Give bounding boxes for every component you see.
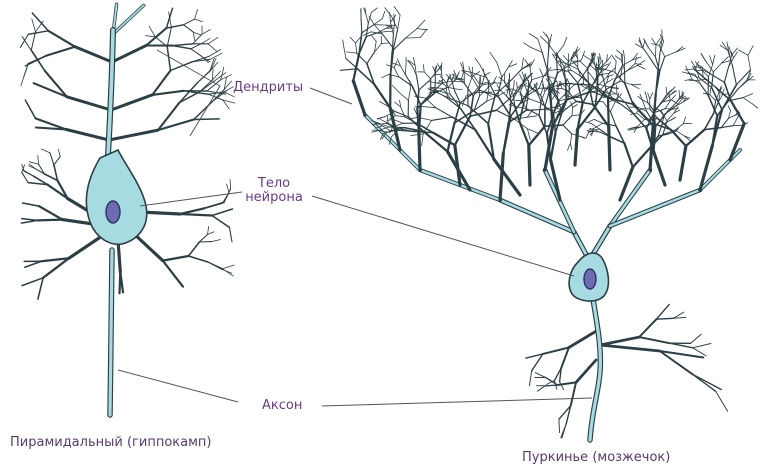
pyramidal-neuron xyxy=(20,4,235,415)
soma-leader-line-right xyxy=(312,196,574,276)
soma-label-line-1: Тело xyxy=(242,177,306,191)
axon-label: Аксон xyxy=(262,399,302,413)
pyramidal-soma xyxy=(86,150,146,244)
dendrites-leader-line-right xyxy=(310,88,352,104)
dendrites-label: Дендриты xyxy=(233,81,303,95)
axon-leader-line-left xyxy=(118,370,238,402)
soma-label-line-2: нейрона xyxy=(242,191,306,205)
soma-label: Тело нейрона xyxy=(242,177,306,205)
purkinje-neuron xyxy=(340,6,757,440)
purkinje-nucleus xyxy=(584,269,596,289)
pyramidal-nucleus xyxy=(106,201,120,223)
pyramidal-dendrites xyxy=(20,4,235,299)
purkinje-caption: Пуркинье (мозжечок) xyxy=(522,451,670,465)
axon-leader-line-right xyxy=(322,398,592,406)
pyramidal-caption: Пирамидальный (гиппокамп) xyxy=(10,436,211,450)
purkinje-dendrites xyxy=(340,6,757,438)
soma-leader-line-left xyxy=(140,192,242,206)
